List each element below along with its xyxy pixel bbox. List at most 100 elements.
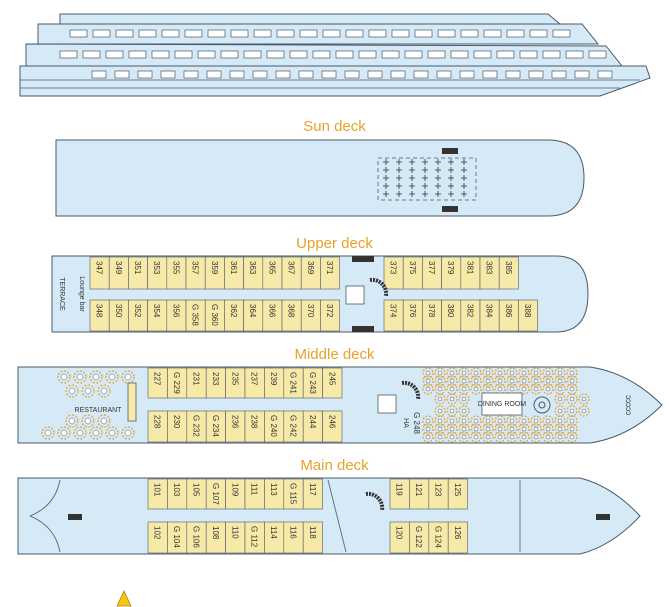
table-icon — [482, 415, 494, 427]
table-icon — [446, 423, 458, 435]
cabin-box — [302, 521, 323, 554]
window-icon — [344, 70, 360, 79]
table-icon — [566, 431, 578, 443]
table-icon — [518, 431, 530, 443]
table-icon — [506, 415, 518, 427]
table-icon — [57, 370, 71, 384]
sun-deck-outline — [55, 139, 585, 217]
upper-deck-title: Upper deck — [296, 235, 373, 252]
cabin-125: 125 — [453, 483, 462, 497]
ship-hull-profile — [19, 65, 651, 97]
table-icon — [506, 367, 518, 379]
cabin-110: 110 — [230, 526, 239, 539]
window-icon — [404, 50, 423, 59]
table-icon — [65, 384, 79, 398]
cabin-372: 372 — [325, 304, 334, 318]
window-icon — [588, 50, 607, 59]
cabin-109: 109 — [230, 483, 239, 497]
sun-deck-title: Sun deck — [303, 118, 366, 135]
window-icon — [91, 70, 107, 79]
cabin-108: 108 — [211, 526, 220, 540]
window-icon — [298, 70, 314, 79]
window-icon — [252, 70, 268, 79]
table-icon — [566, 393, 578, 405]
cabin-g-122: G 122 — [414, 526, 423, 548]
window-icon — [312, 50, 331, 59]
table-icon — [446, 393, 458, 405]
window-icon — [69, 29, 88, 38]
cabin-g-240: G 240 — [269, 415, 278, 437]
window-icon — [322, 29, 341, 38]
table-icon — [434, 423, 446, 435]
table-icon — [470, 367, 482, 379]
cabin-230: 230 — [172, 415, 181, 429]
cabin-237: 237 — [250, 372, 259, 386]
window-icon — [368, 29, 387, 38]
table-icon — [81, 384, 95, 398]
table-icon — [494, 431, 506, 443]
window-icon — [275, 70, 291, 79]
cabin-361: 361 — [229, 261, 238, 275]
cabin-123: 123 — [434, 483, 443, 497]
table-icon — [518, 423, 530, 435]
window-icon — [505, 70, 521, 79]
cabin-118: 118 — [308, 526, 317, 539]
cabin-g-243: G 243 — [308, 372, 317, 394]
table-icon — [482, 431, 494, 443]
window-icon — [597, 70, 613, 79]
cabin-box — [447, 521, 468, 554]
cabin-101: 101 — [153, 483, 162, 497]
cabin-box — [322, 410, 343, 443]
window-icon — [253, 29, 272, 38]
sun-deck-plan — [55, 139, 585, 217]
sun-lounger-icon — [396, 175, 402, 181]
table-icon — [41, 426, 55, 440]
cabin-370: 370 — [306, 304, 315, 318]
window-icon — [174, 50, 193, 59]
sun-lounger-icon — [461, 167, 467, 173]
window-icon — [289, 50, 308, 59]
lounge-bar-label: Lounge bar — [78, 276, 85, 312]
cabin-102: 102 — [153, 526, 162, 540]
cabin-381: 381 — [465, 261, 474, 275]
table-icon — [554, 431, 566, 443]
table-icon — [482, 367, 494, 379]
table-icon — [458, 393, 470, 405]
cabin-g-107: G 107 — [211, 483, 220, 505]
sun-lounger-icon — [448, 159, 454, 165]
sun-lounger-icon — [435, 167, 441, 173]
table-icon — [518, 383, 530, 395]
table-icon — [494, 423, 506, 435]
cabin-g-234: G 234 — [211, 415, 220, 437]
table-icon — [89, 426, 103, 440]
dining-room-label: DINING ROOM — [478, 401, 526, 408]
sun-lounger-icon — [448, 191, 454, 197]
window-icon — [483, 29, 502, 38]
window-icon — [542, 50, 561, 59]
table-icon — [434, 367, 446, 379]
table-icon — [530, 383, 542, 395]
window-icon — [59, 50, 78, 59]
cabin-box — [322, 367, 343, 399]
window-icon — [299, 29, 318, 38]
cabin-box — [447, 478, 468, 510]
table-icon — [97, 414, 111, 428]
window-icon — [414, 29, 433, 38]
table-icon — [434, 405, 446, 417]
window-icon — [437, 29, 456, 38]
window-icon — [391, 29, 410, 38]
cabin-244: 244 — [308, 415, 317, 429]
cabin-235: 235 — [230, 372, 239, 386]
cabin-g-241: G 241 — [289, 372, 298, 394]
cabin-364: 364 — [248, 304, 257, 318]
cabin-356: 356 — [171, 304, 180, 318]
table-icon — [506, 375, 518, 387]
restaurant-label: RESTAURANT — [75, 407, 123, 414]
ship-profile — [19, 13, 651, 97]
window-icon — [82, 50, 101, 59]
table-icon — [422, 367, 434, 379]
cabin-367: 367 — [287, 261, 296, 275]
cabin-380: 380 — [446, 304, 455, 318]
